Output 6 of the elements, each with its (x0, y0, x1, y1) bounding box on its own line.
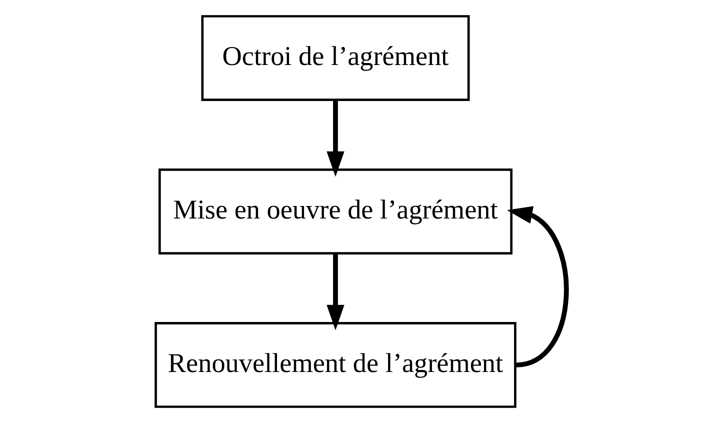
arrow (507, 206, 569, 368)
node-box: Mise en oeuvre de l’agrément (158, 168, 512, 254)
arrow (326, 100, 344, 177)
node-box: Renouvellement de l’agrément (154, 322, 516, 408)
arrow (326, 254, 344, 330)
node-box: Octroi de l’agrément (201, 15, 470, 101)
